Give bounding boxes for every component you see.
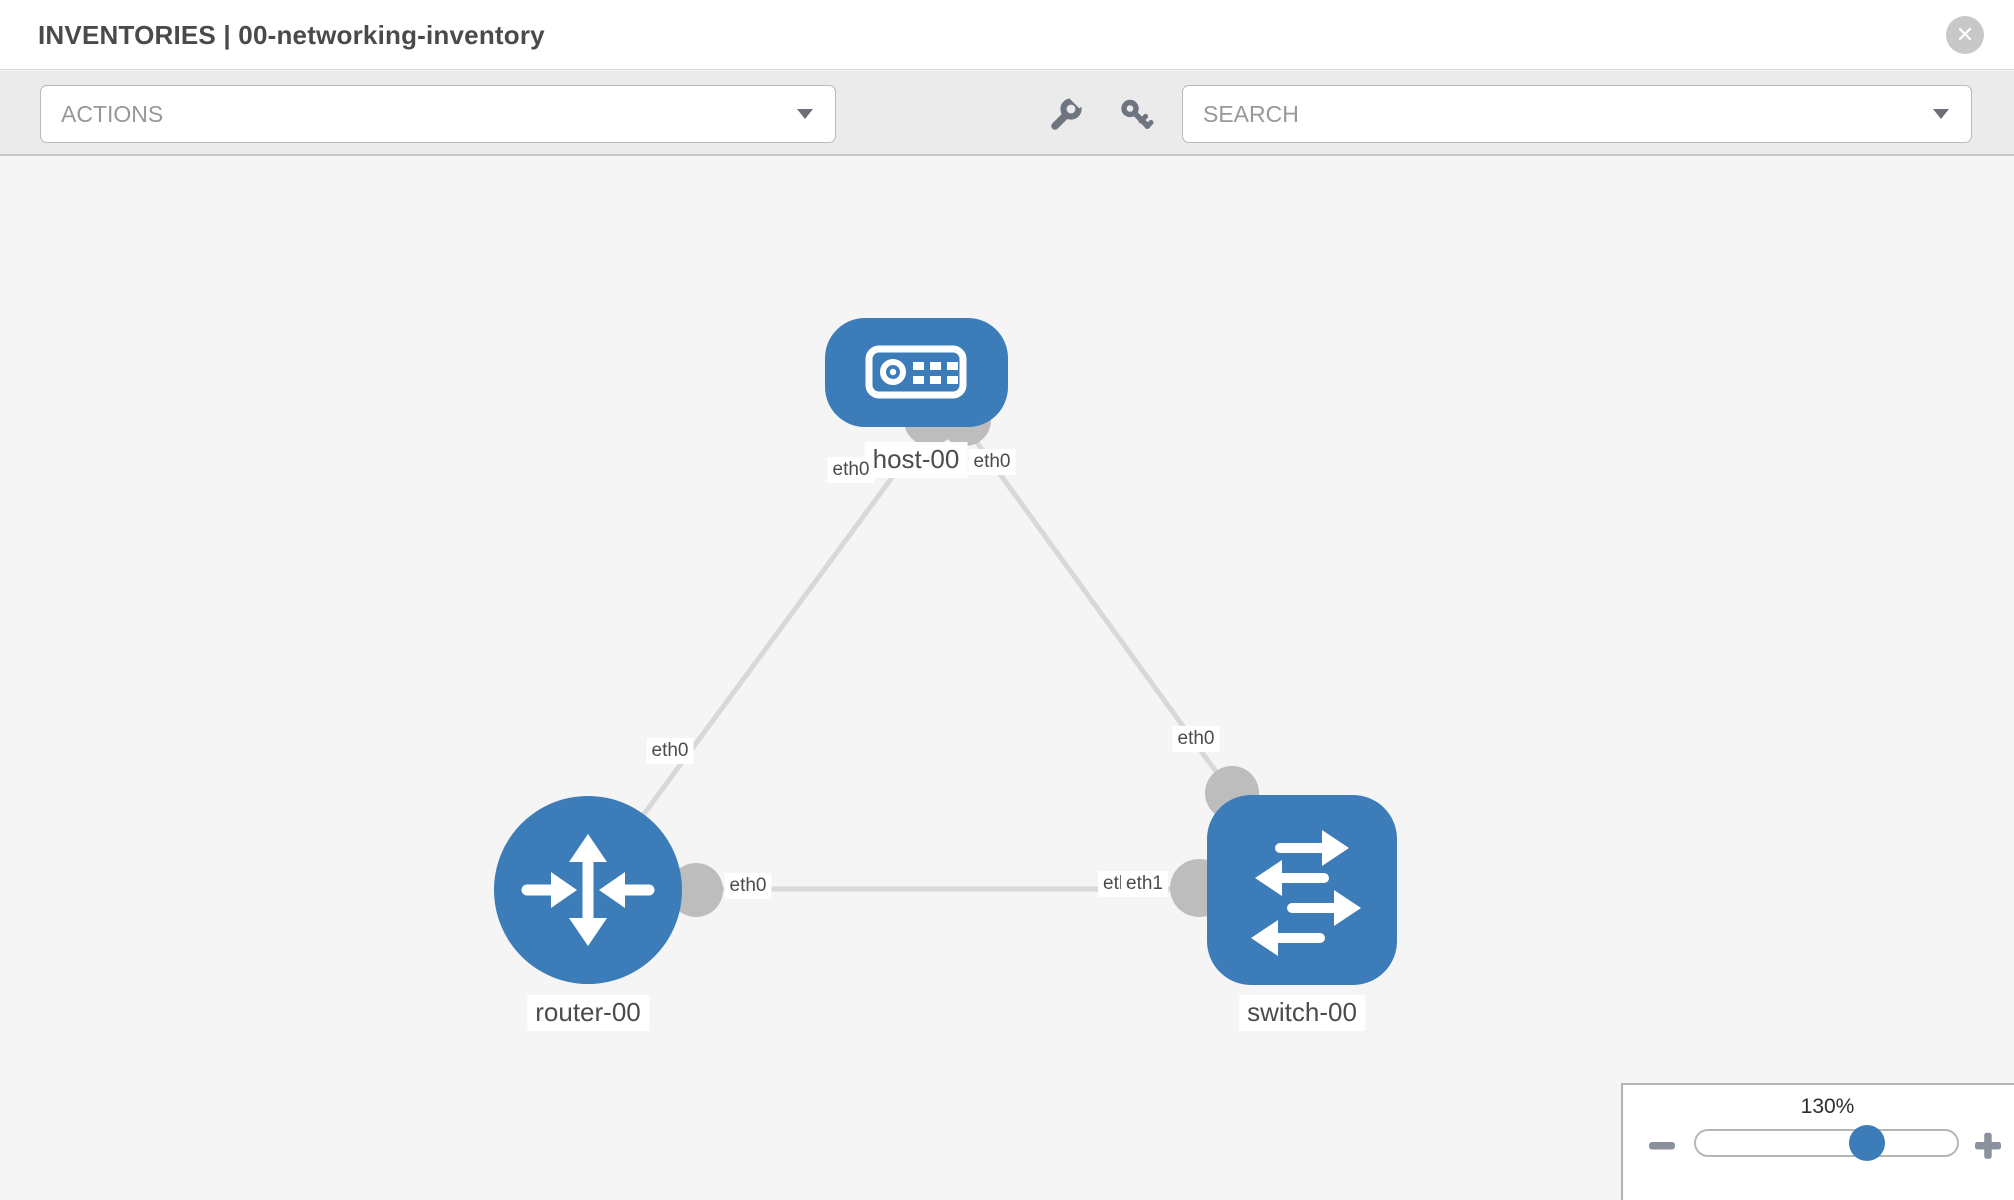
node-host-00[interactable]	[825, 318, 1008, 427]
if-label-switch-eth1: eth1	[1121, 871, 1168, 897]
zoom-in-button[interactable]	[1971, 1131, 2005, 1161]
minus-icon	[1649, 1142, 1675, 1150]
if-label-host-to-router: eth0	[827, 457, 875, 483]
actions-dropdown-label: ACTIONS	[61, 100, 164, 127]
node-label-host[interactable]: host-00	[864, 442, 968, 478]
page-title: INVENTORIES | 00-networking-inventory	[38, 19, 545, 50]
router-icon	[521, 834, 655, 946]
if-label-router-to-switch: eth0	[724, 873, 772, 899]
host-icon	[865, 345, 967, 399]
search-dropdown-label: SEARCH	[1203, 100, 1299, 127]
wrench-button[interactable]	[1048, 89, 1088, 133]
node-switch-00[interactable]	[1207, 795, 1397, 985]
chevron-down-icon	[1933, 109, 1949, 119]
connector-router-right	[669, 863, 723, 917]
actions-dropdown[interactable]: ACTIONS	[40, 85, 836, 143]
chevron-down-icon	[797, 109, 813, 119]
search-dropdown[interactable]: SEARCH	[1182, 85, 1972, 143]
edge-host-router[interactable]	[585, 424, 933, 892]
node-label-switch[interactable]: switch-00	[1239, 995, 1365, 1031]
close-button[interactable]: ✕	[1946, 16, 1984, 54]
zoom-level-readout: 130%	[1800, 1095, 1855, 1118]
zoom-slider-track[interactable]	[1694, 1129, 1959, 1157]
zoom-slider-thumb[interactable]	[1849, 1125, 1885, 1161]
key-button[interactable]	[1118, 97, 1154, 133]
node-label-router[interactable]: router-00	[527, 995, 649, 1031]
plus-icon	[1975, 1132, 2001, 1159]
toolbar: ACTIONS SEARCH	[0, 71, 2014, 156]
if-label-router-to-host: eth0	[646, 738, 694, 764]
if-label-host-to-switch: eth0	[968, 449, 1016, 475]
zoom-out-button[interactable]	[1645, 1131, 1679, 1161]
close-icon: ✕	[1955, 22, 1975, 47]
edges-layer	[585, 424, 1305, 892]
header-bar: INVENTORIES | 00-networking-inventory ✕	[0, 0, 2014, 70]
if-label-switch-to-host: eth0	[1172, 726, 1220, 752]
wrench-icon	[1051, 89, 1088, 130]
key-icon	[1121, 99, 1154, 129]
switch-icon	[1251, 830, 1361, 956]
zoom-panel: 130%	[1621, 1083, 2014, 1200]
node-router-00[interactable]	[494, 796, 682, 984]
